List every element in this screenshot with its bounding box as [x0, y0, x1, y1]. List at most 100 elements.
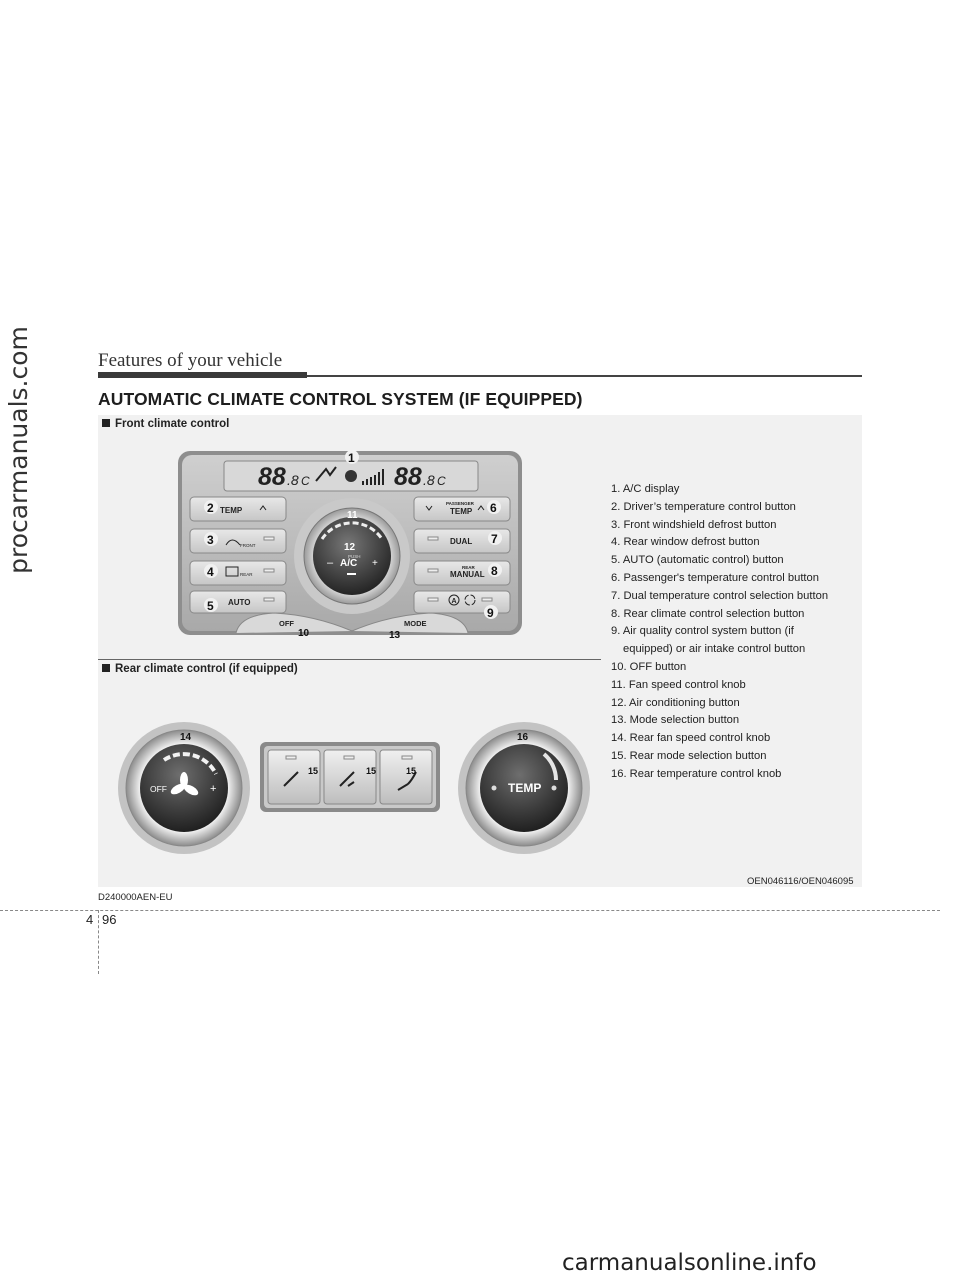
legend-item: 12. Air conditioning button [611, 696, 740, 709]
rear-temp-knob[interactable]: TEMP [480, 744, 568, 832]
ac-indicator [347, 573, 356, 575]
legend-item: 11. Fan speed control knob [611, 678, 746, 691]
mode-button[interactable]: MODE [351, 612, 469, 634]
rear-mode-button-3[interactable]: 15 [379, 749, 433, 805]
callout-2: 2 [207, 501, 214, 515]
section-code: D240000AEN-EU [98, 892, 173, 903]
callout-bg [204, 532, 218, 546]
legend-item: 4. Rear window defrost button [611, 536, 760, 549]
dual-label: DUAL [450, 537, 472, 546]
callout-bg [488, 563, 502, 577]
fan-level-bars [362, 469, 384, 485]
callout-3: 3 [207, 533, 214, 547]
rear-climate-panel: OFF + 14 15 15 15 TEMP 16 [118, 722, 590, 854]
callout-bg [204, 500, 218, 514]
front-subtitle: Front climate control [102, 418, 229, 430]
display-left-unit: C [301, 474, 310, 488]
manual-label: MANUAL [450, 570, 485, 579]
rear-subtitle-text: Rear climate control (if equipped) [115, 663, 298, 675]
warm-dot [551, 785, 557, 791]
chevron-up-icon [259, 505, 267, 511]
indicator-led [263, 568, 275, 573]
callout-9: 9 [487, 606, 494, 620]
page-header-title: Features of your vehicle [98, 350, 283, 371]
legend-item: 3. Front windshield defrost button [611, 518, 777, 531]
callout-15: 15 [366, 766, 376, 776]
callout-16: 16 [517, 732, 529, 743]
rear-window-defrost-icon [225, 566, 239, 577]
bullet-square [102, 664, 110, 672]
push-label: PUSH [348, 554, 361, 559]
plus-label: + [372, 558, 378, 569]
air-quality-icon [448, 594, 460, 606]
indicator-led [481, 597, 493, 602]
fan-speed-knob[interactable]: PUSH A/C – + [313, 517, 391, 595]
chevron-down-icon [425, 505, 433, 511]
callout-bg [487, 500, 501, 514]
legend-item-continuation: equipped) or air intake control button [623, 643, 806, 656]
indicator-led [263, 536, 275, 541]
off-button[interactable]: OFF [235, 612, 353, 634]
indicator-led [401, 755, 413, 760]
recirculation-icon [464, 594, 476, 606]
cool-dot [491, 785, 497, 791]
page-number: 96 [102, 912, 117, 927]
legend-item: 2. Driver’s temperature control button [611, 500, 796, 513]
callout-4: 4 [207, 565, 214, 579]
rear-off-label: OFF [150, 784, 167, 794]
off-label: OFF [279, 619, 294, 628]
passenger-temp-button[interactable]: PASSENGER TEMP [413, 496, 511, 522]
rear-defrost-label: REAR [240, 572, 253, 577]
legend-item: 8. Rear climate control selection button [611, 607, 805, 620]
rear-temp-label: TEMP [508, 781, 541, 795]
page-chapter-number: 4 [86, 912, 94, 927]
airflow-icon [315, 466, 337, 482]
legend-item: 10. OFF button [611, 660, 687, 673]
legend-item: 1. A/C display [611, 483, 680, 495]
windshield-defrost-icon [225, 539, 241, 546]
callout-11: 11 [347, 510, 358, 521]
front-climate-panel: 88 .8 C 88 .8 C TEMP FRONT REAR AUTO PAS… [178, 450, 522, 639]
callout-bg [484, 605, 498, 619]
rear-mode-button-2[interactable]: 15 [323, 749, 377, 805]
auto-button[interactable]: AUTO [189, 590, 287, 614]
rear-manual-button[interactable]: REAR MANUAL [413, 560, 511, 586]
legend-item: 13. Mode selection button [611, 714, 740, 727]
rear-fan-speed-knob[interactable]: OFF + [140, 744, 228, 832]
callout-6: 6 [490, 501, 497, 515]
footer-dashed-rule [0, 910, 940, 911]
temp-right-label: TEMP [450, 507, 473, 516]
front-subtitle-text: Front climate control [115, 418, 230, 430]
rear-plus-label: + [210, 783, 216, 795]
rear-mode-button-1[interactable]: 15 [267, 749, 321, 805]
rear-subtitle: Rear climate control (if equipped) [102, 663, 298, 675]
fan-icon [345, 470, 357, 482]
callout-5: 5 [207, 599, 214, 613]
display-right-unit: C [437, 474, 446, 488]
vent-bilevel-icon [339, 771, 355, 787]
bottom-watermark: carmanualsonline.info [562, 1250, 817, 1276]
callout-14: 14 [180, 732, 192, 743]
legend-item: 6. Passenger's temperature control butto… [611, 571, 819, 584]
component-legend: 1. A/C display 2. Driver’s temperature c… [611, 481, 828, 784]
temp-left-label: TEMP [220, 506, 243, 515]
dual-button[interactable]: DUAL [413, 528, 511, 554]
vent-face-icon [283, 771, 299, 787]
legend-item: 14. Rear fan speed control knob [611, 732, 771, 745]
callout-7: 7 [491, 532, 498, 546]
chevron-up-icon [477, 505, 485, 511]
ac-button-label: A/C [340, 558, 357, 569]
indicator-led [285, 755, 297, 760]
legend-item: 5. AUTO (automatic control) button [611, 554, 784, 567]
legend-item: 16. Rear temperature control knob [611, 767, 782, 780]
air-quality-label: A [452, 598, 457, 605]
indicator-led [427, 597, 439, 602]
callout-12: 12 [344, 542, 356, 553]
figure-code: OEN046116/OEN046095 [747, 876, 854, 887]
indicator-led [427, 568, 439, 573]
footer-dashed-divider [98, 910, 99, 974]
temp-scale [542, 752, 559, 781]
indicator-led [427, 536, 439, 541]
legend-item: 9. Air quality control system button (if [611, 625, 794, 638]
side-watermark: procarmanuals.com [4, 326, 33, 574]
